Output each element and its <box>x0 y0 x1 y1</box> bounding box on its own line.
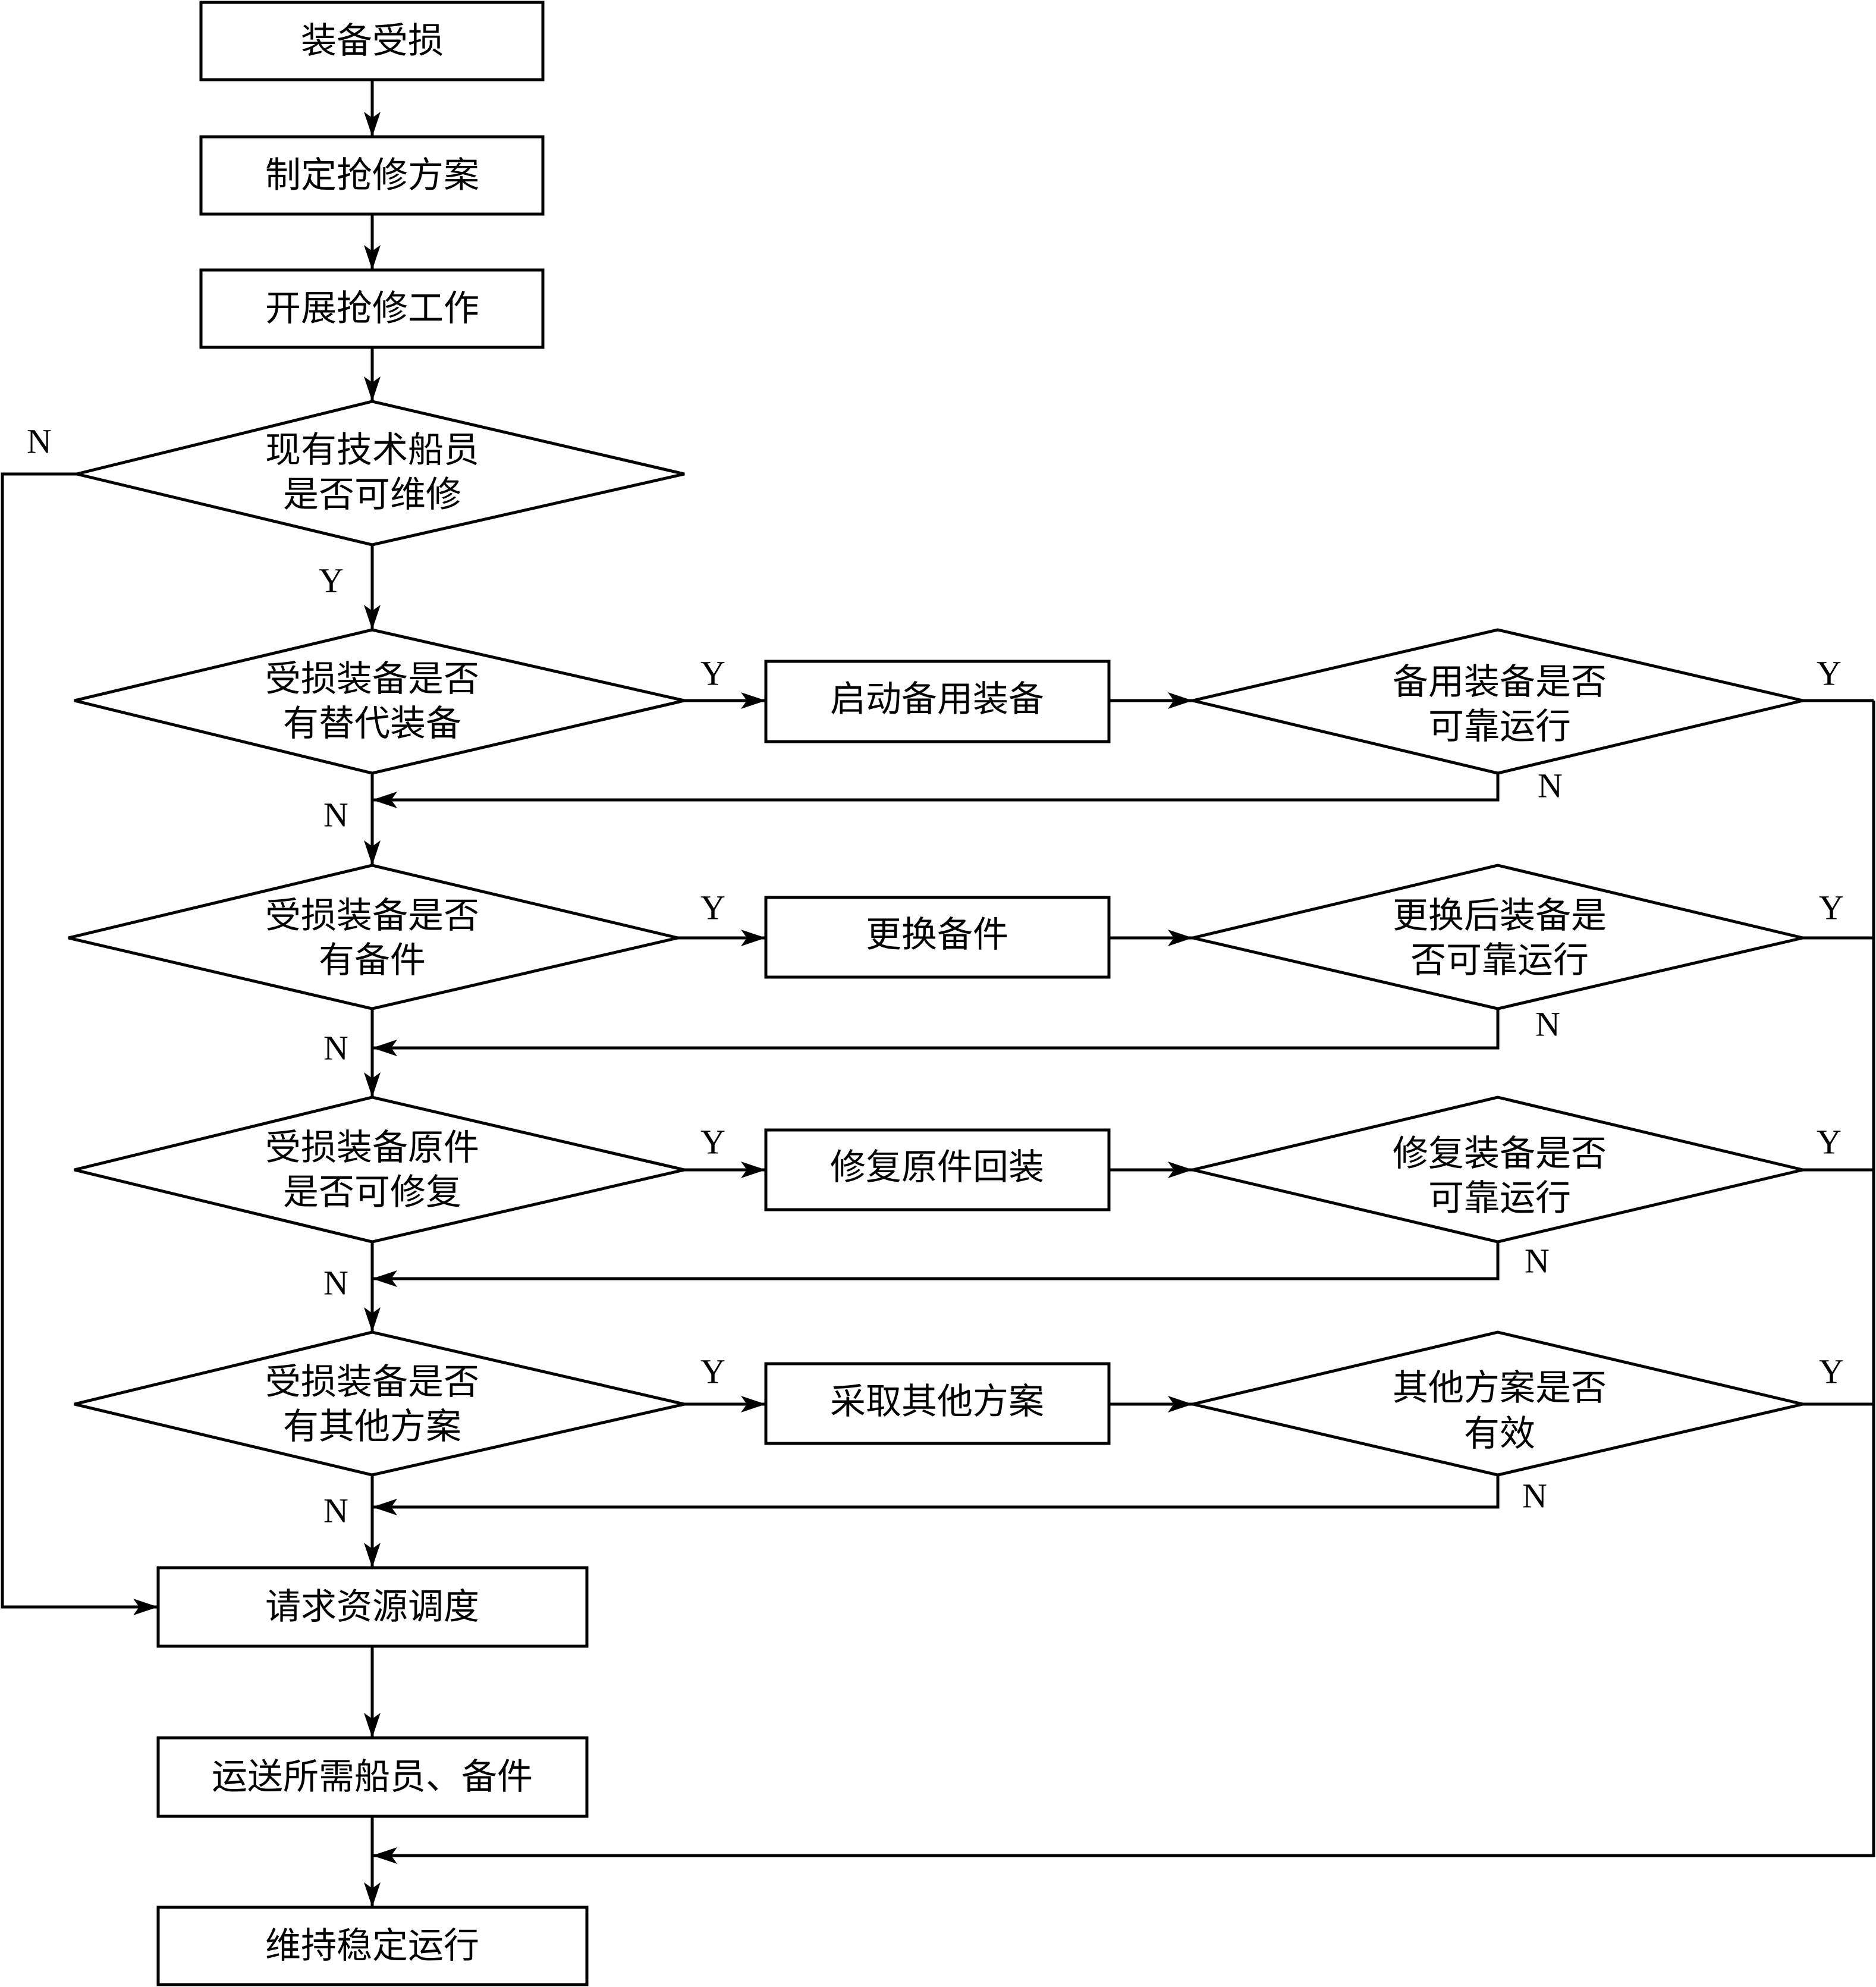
branch-labels: N Y Y N Y N Y N Y N Y N Y N Y N Y N <box>27 422 1844 1530</box>
decision-other-line1: 受损装备是否 <box>265 1361 479 1403</box>
arrowhead <box>741 692 766 709</box>
arrowhead <box>372 792 397 808</box>
node-replace-spare: 更换备件 <box>764 896 1111 979</box>
label-other-yes: Y <box>700 1352 725 1391</box>
node-repair-refit: 修复原件回装 <box>764 1128 1111 1211</box>
label-backup-yes: Y <box>1817 654 1842 693</box>
edge-qotherok-no <box>372 1475 1500 1509</box>
decision-has-spare: 受损装备是否 有备件 <box>68 864 678 1010</box>
arrowhead <box>364 112 381 137</box>
arrowhead <box>364 1543 381 1568</box>
decision-substitute-line1: 受损装备是否 <box>265 658 479 700</box>
decision-spare-reliable: 更换后装备是 否可靠运行 <box>1192 864 1803 1010</box>
arrowhead <box>364 1713 381 1738</box>
decision-has-substitute: 受损装备是否 有替代装备 <box>74 628 685 775</box>
arrowhead <box>364 376 381 401</box>
node-start-backup: 启动备用装备 <box>764 660 1111 743</box>
node-start-backup-label: 启动备用装备 <box>830 679 1044 720</box>
decision-repairok-line1: 修复装备是否 <box>1393 1133 1607 1175</box>
node-transport: 运送所需船员、备件 <box>156 1736 589 1818</box>
arrowhead <box>1168 1162 1193 1178</box>
decision-spare-line1: 受损装备是否 <box>265 895 479 937</box>
node-plan-label: 制定抢修方案 <box>265 155 479 196</box>
label-repairok-no: N <box>1525 1242 1550 1280</box>
decision-crew-line1: 现有技术船员 <box>265 429 479 471</box>
decision-backup-line2: 可靠运行 <box>1428 706 1571 748</box>
arrowhead <box>741 1396 766 1412</box>
node-repair-refit-label: 修复原件回装 <box>830 1147 1044 1188</box>
label-repair-yes: Y <box>700 1123 725 1162</box>
arrowhead <box>133 1599 158 1615</box>
arrowhead <box>364 840 381 865</box>
label-spareok-no: N <box>1535 1005 1560 1044</box>
label-substitute-no: N <box>323 796 348 834</box>
edge-qbackupok-no <box>372 773 1500 802</box>
arrowhead <box>372 1499 397 1515</box>
connectors <box>1 80 1875 1907</box>
decision-repair-line1: 受损装备原件 <box>265 1127 479 1169</box>
decision-crew-can-repair: 现有技术船员 是否可维修 <box>76 400 685 547</box>
decision-otherok-line1: 其他方案是否 <box>1393 1367 1607 1409</box>
arrowhead <box>364 1307 381 1332</box>
arrowhead <box>372 1847 397 1864</box>
arrowhead <box>364 1882 381 1907</box>
label-spare-no: N <box>323 1029 348 1068</box>
label-backup-no: N <box>1538 767 1563 805</box>
node-start: 装备受损 <box>199 1 545 81</box>
label-other-no: N <box>323 1492 348 1530</box>
decision-backup-line1: 备用装备是否 <box>1393 661 1607 703</box>
edge-yes-trunk-maintain <box>372 701 1875 1857</box>
decision-backup-reliable: 备用装备是否 可靠运行 <box>1192 628 1803 775</box>
node-replace-spare-label: 更换备件 <box>866 914 1008 956</box>
node-maintain: 维持稳定运行 <box>156 1906 589 1986</box>
node-take-other-plan-label: 采取其他方案 <box>830 1381 1044 1423</box>
node-transport-label: 运送所需船员、备件 <box>212 1756 533 1798</box>
decision-otherok-line2: 有效 <box>1464 1413 1535 1455</box>
label-otherok-no: N <box>1522 1477 1547 1515</box>
decision-repairok-line2: 可靠运行 <box>1428 1178 1571 1219</box>
node-maintain-label: 维持稳定运行 <box>265 1925 479 1967</box>
decision-other-effective: 其他方案是否 有效 <box>1192 1330 1803 1477</box>
arrowhead <box>741 1162 766 1178</box>
label-otherok-yes: Y <box>1819 1352 1844 1391</box>
edge-qspareok-no <box>372 1009 1500 1050</box>
decision-crew-line2: 是否可维修 <box>283 474 461 516</box>
node-take-other-plan: 采取其他方案 <box>764 1362 1111 1445</box>
decision-other-plan: 受损装备是否 有其他方案 <box>74 1330 685 1477</box>
arrowhead <box>372 1040 397 1056</box>
node-plan: 制定抢修方案 <box>199 135 545 216</box>
label-spareok-yes: Y <box>1819 889 1844 927</box>
arrowhead <box>364 1072 381 1097</box>
arrowhead <box>364 605 381 630</box>
arrowhead <box>364 245 381 270</box>
decision-spareok-line1: 更换后装备是 <box>1393 895 1607 937</box>
decision-spare-line2: 有备件 <box>319 940 426 981</box>
node-request-label: 请求资源调度 <box>265 1586 479 1628</box>
node-work: 开展抢修工作 <box>199 268 545 349</box>
arrowhead <box>1168 930 1193 946</box>
edge-qcrew-no-request <box>1 472 158 1609</box>
edge-qrepairok-no <box>372 1242 1500 1280</box>
decision-other-line2: 有其他方案 <box>283 1406 461 1448</box>
decision-substitute-line2: 有替代装备 <box>283 703 461 745</box>
decision-repair-reliable: 修复装备是否 可靠运行 <box>1192 1095 1803 1244</box>
node-start-label: 装备受损 <box>301 20 444 62</box>
label-repairok-yes: Y <box>1817 1123 1842 1162</box>
decision-spareok-line2: 否可靠运行 <box>1410 940 1589 981</box>
arrowhead <box>1168 1396 1193 1412</box>
label-spare-yes: Y <box>700 889 725 927</box>
label-crew-yes: Y <box>319 561 344 600</box>
arrowhead <box>372 1270 397 1287</box>
arrowhead <box>741 930 766 946</box>
node-work-label: 开展抢修工作 <box>265 288 479 329</box>
label-crew-no: N <box>27 422 52 461</box>
node-request-resources: 请求资源调度 <box>156 1566 589 1648</box>
label-repair-no: N <box>323 1264 348 1302</box>
decision-repair-line2: 是否可修复 <box>283 1172 461 1213</box>
arrowhead <box>1168 692 1193 709</box>
decision-repairable: 受损装备原件 是否可修复 <box>74 1095 685 1244</box>
label-substitute-yes: Y <box>700 654 725 693</box>
